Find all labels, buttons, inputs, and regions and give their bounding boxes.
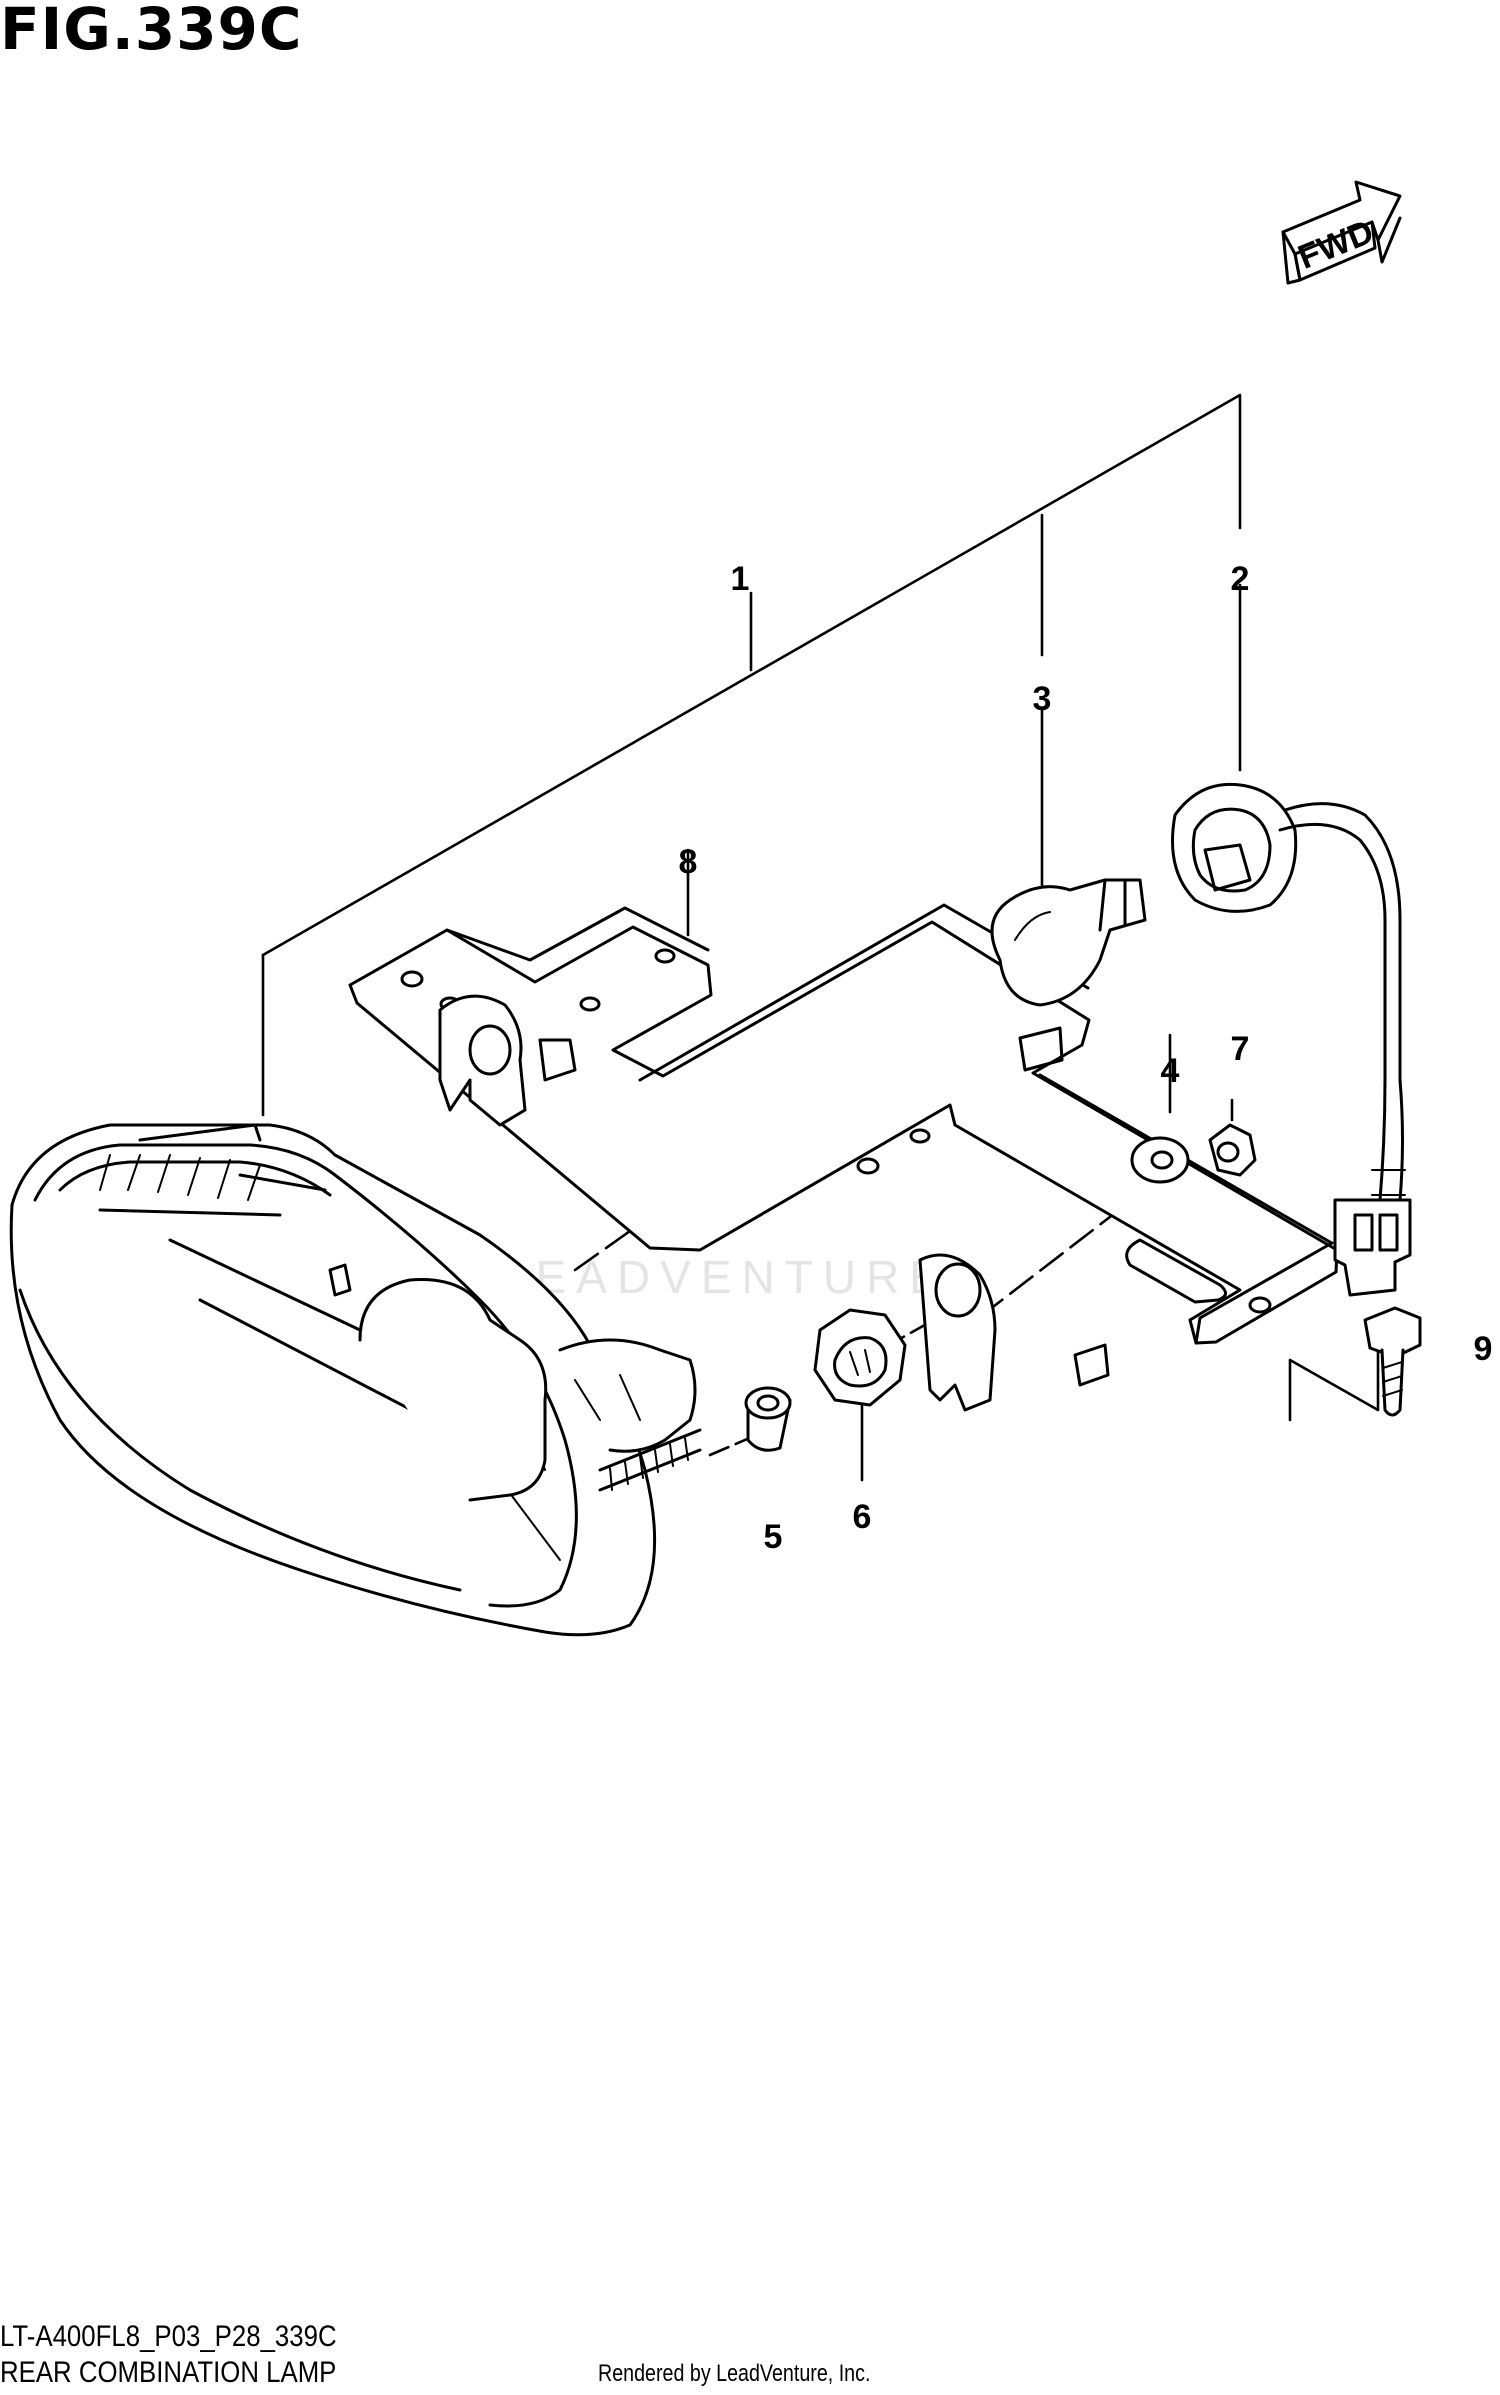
bolt-part-9 — [1363, 1306, 1422, 1417]
callout-9: 9 — [1474, 1330, 1493, 1368]
lamp-housing-part-1 — [9, 1123, 702, 1637]
figure-code: LT-A400FL8_P03_P28_339C — [0, 2320, 337, 2353]
callout-1: 1 — [731, 560, 750, 598]
bulb-part-3 — [990, 878, 1147, 1007]
grommet-part-6 — [813, 1308, 907, 1407]
render-credit: Rendered by LeadVenture, Inc. — [598, 2360, 871, 2387]
callout-5: 5 — [764, 1518, 783, 1556]
figure-title: FIG.339C — [0, 0, 303, 63]
nut-part-7 — [1208, 1123, 1257, 1177]
callout-3: 3 — [1033, 680, 1052, 718]
callout-labels: 1 2 3 4 5 6 7 8 9 — [679, 560, 1493, 1556]
watermark-text: LEADVENTURE — [500, 1251, 950, 1303]
fwd-arrow-icon: FWD — [1281, 180, 1402, 285]
callout-7: 7 — [1231, 1030, 1250, 1068]
callout-2: 2 — [1231, 560, 1250, 598]
callout-8: 8 — [679, 843, 698, 881]
socket-harness-part-2 — [1171, 782, 1412, 1297]
callout-4: 4 — [1161, 1052, 1180, 1090]
washer-part-4 — [1130, 1136, 1190, 1184]
figure-caption: REAR COMBINATION LAMP — [0, 2356, 337, 2389]
spacer-part-5 — [744, 1386, 792, 1452]
callout-6: 6 — [853, 1498, 872, 1536]
